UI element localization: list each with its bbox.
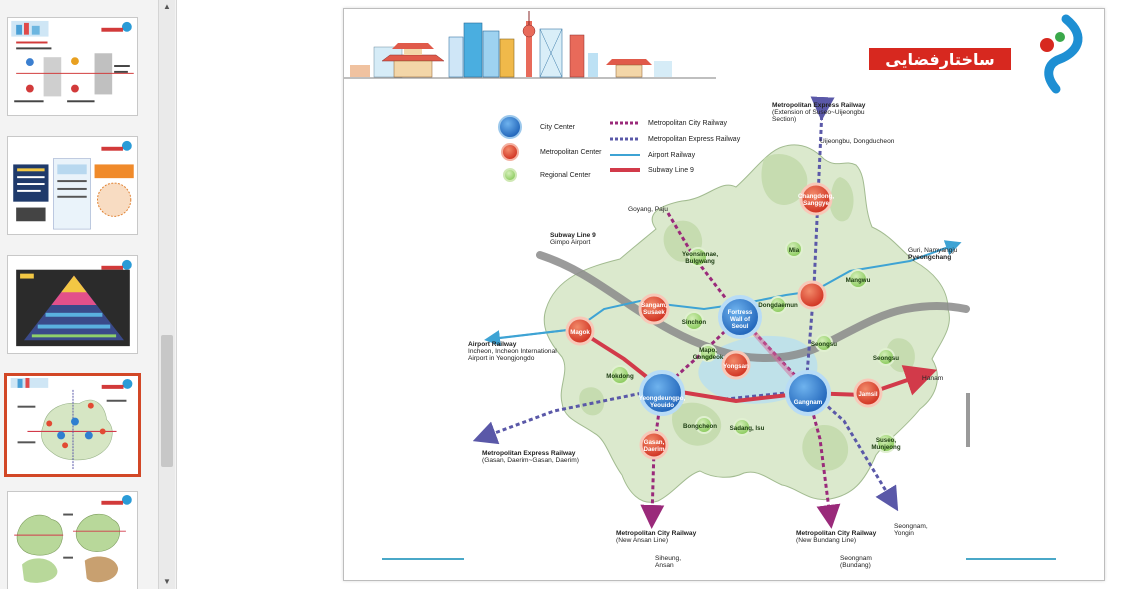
slide-thumbnail-5[interactable]	[7, 491, 138, 589]
svg-text:Metropolitan City Railway: Metropolitan City Railway	[796, 530, 877, 537]
scroll-up-arrow-icon[interactable]: ▲	[163, 2, 171, 11]
slide-thumbnail-2[interactable]	[7, 136, 138, 235]
svg-text:Gasan,: Gasan,	[644, 439, 665, 446]
current-slide[interactable]: ساختارفضایی City Center Metropolitan Cen…	[343, 8, 1105, 581]
slide-thumbnail-1[interactable]	[7, 17, 138, 116]
svg-text:Gongdeok: Gongdeok	[693, 354, 724, 361]
svg-text:Regional Center: Regional Center	[540, 172, 591, 179]
svg-text:Seongnam: Seongnam	[840, 555, 872, 562]
svg-text:Munjeong: Munjeong	[871, 444, 900, 451]
svg-text:Sinchon: Sinchon	[682, 319, 707, 326]
metropolitan-centers	[565, 182, 883, 460]
slide-thumbnail-3[interactable]	[7, 255, 138, 354]
svg-text:Yongin: Yongin	[894, 530, 914, 537]
svg-text:Metropolitan Express Railway: Metropolitan Express Railway	[482, 450, 576, 457]
svg-text:Seongnam,: Seongnam,	[894, 523, 928, 530]
svg-text:Seoul: Seoul	[732, 323, 749, 330]
svg-text:Mangwu: Mangwu	[846, 277, 871, 284]
svg-text:Wall of: Wall of	[730, 316, 751, 323]
svg-text:Bulgwang: Bulgwang	[685, 258, 715, 265]
svg-text:Yeonsinnae,: Yeonsinnae,	[682, 251, 718, 258]
svg-text:Siheung,: Siheung,	[655, 555, 681, 562]
satakhtar-fazaei-logo: ساختارفضایی	[869, 14, 1083, 94]
thumbnail-4-content	[10, 377, 133, 470]
svg-text:Jamsil: Jamsil	[858, 391, 878, 398]
slide-thumbnail-4-selected[interactable]	[4, 373, 141, 477]
svg-text:Metropolitan Express Railway: Metropolitan Express Railway	[648, 136, 741, 143]
svg-text:Pyeongchang: Pyeongchang	[908, 254, 951, 261]
svg-text:(Gasan, Daerim~Gasan, Daerim): (Gasan, Daerim~Gasan, Daerim)	[482, 457, 579, 464]
svg-text:Ansan: Ansan	[655, 562, 674, 569]
city-centers	[639, 295, 831, 416]
scroll-down-arrow-icon[interactable]: ▼	[163, 577, 171, 586]
svg-text:Mokdong: Mokdong	[606, 373, 634, 380]
svg-text:Seongsu: Seongsu	[811, 341, 837, 348]
svg-text:Bongcheon: Bongcheon	[683, 423, 717, 430]
svg-text:Airport Railway: Airport Railway	[648, 152, 696, 159]
svg-text:Susaek: Susaek	[643, 309, 665, 316]
svg-text:Dongdaemun: Dongdaemun	[758, 302, 798, 309]
slide-editing-area[interactable]: ساختارفضایی City Center Metropolitan Cen…	[177, 0, 1123, 589]
thumbnail-scrollbar[interactable]: ▲ ▼	[158, 0, 175, 589]
svg-text:(New Bundang Line): (New Bundang Line)	[796, 537, 856, 544]
svg-text:Uijeongbu, Dongducheon: Uijeongbu, Dongducheon	[820, 138, 895, 145]
thumbnail-3-content	[16, 259, 132, 347]
svg-text:Metropolitan City Railway: Metropolitan City Railway	[648, 120, 727, 127]
regional-centers	[610, 240, 896, 453]
svg-text:Incheon, Incheon International: Incheon, Incheon International	[468, 348, 557, 355]
svg-text:ساختارفضایی: ساختارفضایی	[885, 50, 994, 69]
svg-text:Metropolitan City Railway: Metropolitan City Railway	[616, 530, 697, 537]
svg-text:Suseo,: Suseo,	[876, 437, 897, 444]
scrollbar-thumb[interactable]	[161, 335, 173, 467]
svg-text:Yongsan: Yongsan	[723, 363, 749, 370]
svg-text:Goyang, Paju: Goyang, Paju	[628, 206, 668, 213]
map-legend: City Center Metropolitan Center Regional…	[498, 115, 741, 182]
svg-text:City Center: City Center	[540, 124, 576, 131]
svg-text:Yeouido: Yeouido	[650, 402, 674, 409]
svg-text:Hanam: Hanam	[922, 375, 944, 382]
svg-text:Mia: Mia	[789, 247, 800, 254]
svg-text:Airport in Yeongjongdo: Airport in Yeongjongdo	[468, 355, 535, 362]
node-labels: Fortress Wall of Seoul Yeongdeungpo, Yeo…	[570, 193, 901, 453]
svg-text:Subway Line 9: Subway Line 9	[648, 167, 694, 174]
svg-text:Magok: Magok	[570, 329, 590, 336]
thumbnail-5-content	[14, 494, 132, 583]
svg-text:Metropolitan Express Railway: Metropolitan Express Railway	[772, 102, 866, 109]
thumbnail-2-content	[13, 140, 134, 230]
svg-text:Subway Line 9: Subway Line 9	[550, 232, 596, 239]
thumbnail-1-content	[11, 20, 134, 103]
svg-text:Airport Railway: Airport Railway	[468, 341, 517, 348]
map-annotations: Metropolitan Express Railway (Extension …	[468, 102, 958, 569]
svg-text:Changdong,: Changdong,	[798, 193, 834, 200]
svg-text:Seongsu: Seongsu	[873, 355, 899, 362]
svg-text:(Bundang): (Bundang)	[840, 562, 871, 569]
slide-thumbnail-pane	[0, 0, 177, 589]
svg-text:Sangam,: Sangam,	[641, 302, 667, 309]
svg-text:(New Ansan Line): (New Ansan Line)	[616, 537, 668, 544]
svg-text:Guri, Namyangju: Guri, Namyangju	[908, 247, 958, 254]
svg-text:Mapo,: Mapo,	[699, 347, 717, 354]
skyline-illustration	[344, 11, 716, 79]
seoul-spatial-structure-map: ساختارفضایی City Center Metropolitan Cen…	[344, 11, 1083, 569]
svg-text:Yeongdeungpo,: Yeongdeungpo,	[639, 395, 686, 402]
svg-text:Gimpo Airport: Gimpo Airport	[550, 239, 590, 246]
svg-text:(Extension of Suseo~Uijeongbu: (Extension of Suseo~Uijeongbu	[772, 109, 865, 116]
svg-text:Sanggye: Sanggye	[803, 200, 829, 207]
svg-text:Section): Section)	[772, 116, 796, 123]
svg-text:Fortress: Fortress	[728, 309, 753, 316]
svg-text:Metropolitan Center: Metropolitan Center	[540, 149, 602, 156]
svg-text:Gangnam: Gangnam	[794, 399, 823, 406]
svg-text:Sadang, Isu: Sadang, Isu	[730, 425, 765, 432]
svg-text:Daerim: Daerim	[644, 446, 665, 453]
